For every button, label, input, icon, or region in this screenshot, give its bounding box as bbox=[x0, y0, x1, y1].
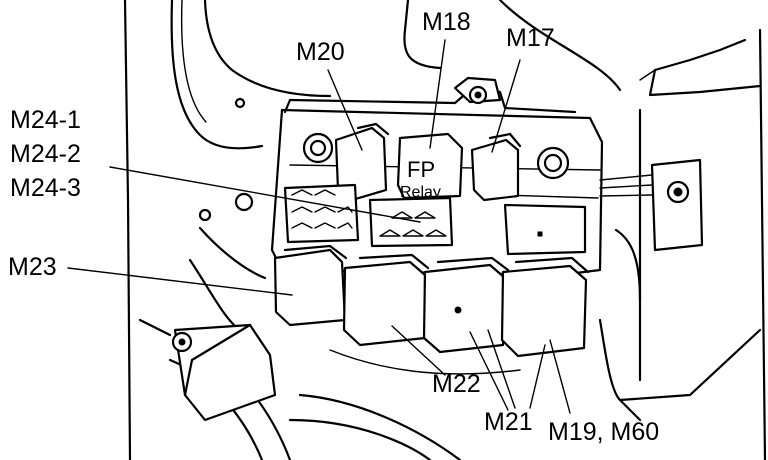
callout-m22: M22 bbox=[432, 370, 481, 398]
callout-m20: M20 bbox=[296, 38, 345, 66]
relay-m21 bbox=[422, 256, 510, 354]
callout-m23: M23 bbox=[8, 253, 57, 281]
callout-m18: M18 bbox=[422, 8, 471, 36]
callout-m24-3: M24-3 bbox=[10, 174, 81, 202]
fuse-slot-right bbox=[503, 203, 587, 256]
box-mount-bolt-right bbox=[536, 146, 570, 180]
callout-m19-m60: M19, M60 bbox=[548, 418, 659, 446]
bracket-bolt bbox=[599, 158, 704, 252]
relay-m23 bbox=[273, 244, 348, 327]
terminal-block-m24 bbox=[368, 196, 454, 248]
panel-bolt bbox=[234, 192, 254, 212]
leader-lines bbox=[67, 39, 571, 414]
panel-hole bbox=[234, 97, 246, 109]
callout-m21: M21 bbox=[484, 408, 533, 436]
callout-m24-2: M24-2 bbox=[10, 140, 81, 168]
relay-m19-m60 bbox=[500, 256, 590, 358]
callout-m17: M17 bbox=[506, 24, 555, 52]
terminal-block-left bbox=[283, 183, 360, 244]
lower-left-connector bbox=[138, 318, 277, 422]
box-mount-bolt-left bbox=[302, 132, 334, 164]
fp-relay-label: FP bbox=[407, 157, 435, 182]
panel-hole bbox=[198, 208, 212, 222]
callout-m24-1: M24-1 bbox=[10, 106, 81, 134]
relay-m22 bbox=[342, 253, 430, 347]
relay-m18-fp: FP Relay bbox=[396, 132, 464, 201]
fp-relay-sublabel: Relay bbox=[400, 184, 441, 201]
